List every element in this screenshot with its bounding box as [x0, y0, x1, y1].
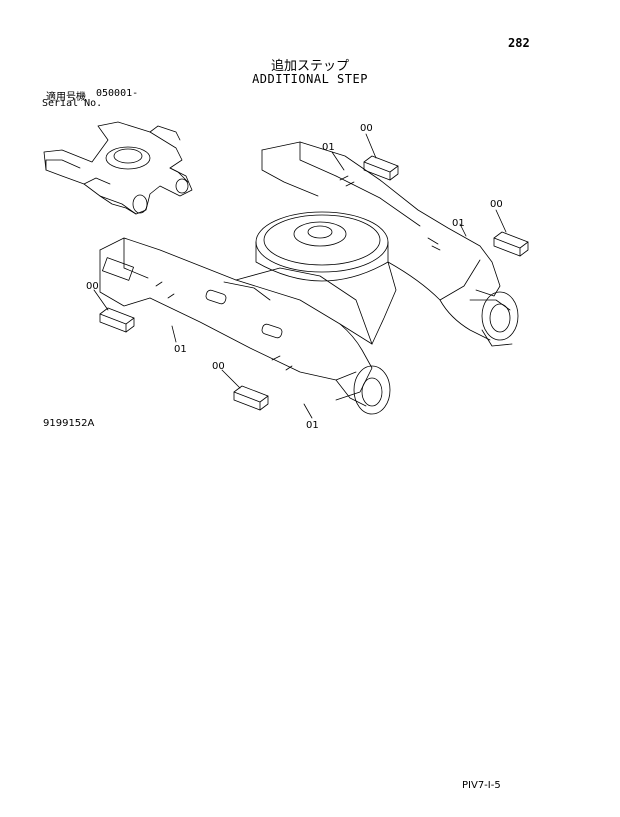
callout-00-top: 00 — [360, 123, 373, 134]
page-number: 282 — [508, 36, 530, 50]
callout-01-right: 01 — [452, 218, 465, 229]
callout-01-bottom: 01 — [306, 420, 319, 431]
inset-overview-drawing — [43, 121, 193, 215]
serial-range: 050001- — [96, 88, 139, 99]
callout-00-left: 00 — [86, 281, 99, 292]
step-part-top — [363, 155, 399, 181]
footer-code: PIV7-I-5 — [462, 780, 501, 791]
serial-label-japanese: 適用号機 — [46, 92, 86, 103]
step-part-right — [493, 231, 529, 257]
callout-01-top: 01 — [322, 142, 335, 153]
step-part-bottom — [233, 385, 269, 411]
main-frame-drawing — [99, 141, 519, 415]
callout-00-bottom: 00 — [212, 361, 225, 372]
step-part-left — [99, 307, 135, 333]
serial-label-english: Serial No. — [42, 98, 103, 109]
title-japanese: 追加ステップ — [270, 59, 349, 74]
callout-01-left: 01 — [174, 344, 187, 355]
figure-number: 9199152A — [43, 418, 95, 429]
callout-00-right: 00 — [490, 199, 503, 210]
leader-lines — [93, 133, 507, 419]
title-english: ADDITIONAL STEP — [252, 72, 368, 86]
